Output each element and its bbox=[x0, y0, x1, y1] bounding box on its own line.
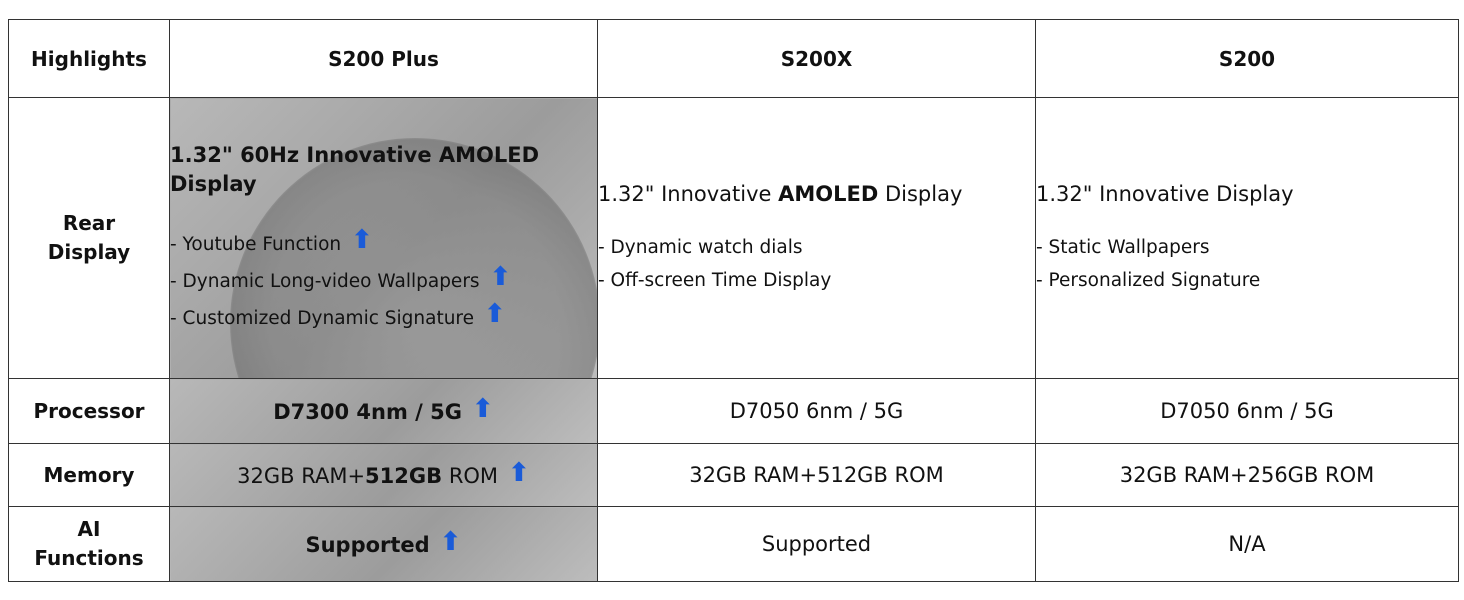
rear-plus-bullets: - Youtube Function ⬆ - Dynamic Long-video… bbox=[170, 224, 597, 336]
memory-s200x: 32GB RAM+512GB ROM bbox=[597, 443, 1036, 507]
rear-x-bullets: - Dynamic watch dials - Off-screen Time … bbox=[598, 231, 1035, 297]
comparison-table: Highlights S200 Plus S200X S200 Rear Dis… bbox=[8, 19, 1459, 582]
ai-s200: N/A bbox=[1035, 506, 1459, 582]
memory-row: Memory 32GB RAM+512GB ROM ⬆ 32GB RAM+512G… bbox=[8, 443, 1459, 507]
rear-s-bullets: - Static Wallpapers - Personalized Signa… bbox=[1036, 231, 1458, 297]
list-item-text: - Customized Dynamic Signature bbox=[170, 307, 475, 329]
arrow-up-icon: ⬆ bbox=[471, 394, 494, 424]
memory-plus-post: ROM bbox=[442, 464, 499, 488]
rear-display-label-line2: Display bbox=[47, 240, 131, 264]
header-highlights: Highlights bbox=[8, 19, 170, 98]
header-s200x: S200X bbox=[597, 19, 1036, 98]
memory-plus-bold: 512GB bbox=[365, 464, 443, 488]
header-s200: S200 bbox=[1035, 19, 1459, 98]
rear-display-label-line1: Rear bbox=[62, 211, 116, 235]
memory-s200: 32GB RAM+256GB ROM bbox=[1035, 443, 1459, 507]
rear-x-title-bold: AMOLED bbox=[778, 181, 879, 206]
ai-label-line1: AI bbox=[77, 517, 101, 541]
ai-label-line2: Functions bbox=[34, 546, 144, 570]
memory-s200-plus: 32GB RAM+512GB ROM ⬆ bbox=[169, 443, 598, 507]
ai-s200-plus: Supported ⬆ bbox=[169, 506, 598, 582]
rear-display-s200: 1.32" Innovative Display - Static Wallpa… bbox=[1035, 97, 1459, 379]
header-s200-plus: S200 Plus bbox=[169, 19, 598, 98]
rear-display-s200-plus: 1.32" 60Hz Innovative AMOLED Display - Y… bbox=[169, 97, 598, 379]
arrow-up-icon: ⬆ bbox=[439, 527, 462, 557]
memory-plus-pre: 32GB RAM+ bbox=[237, 464, 366, 488]
memory-label: Memory bbox=[8, 443, 170, 507]
rear-display-label: Rear Display bbox=[8, 97, 170, 379]
list-item-text: - Youtube Function bbox=[170, 233, 342, 255]
ai-plus-value: Supported bbox=[305, 533, 430, 557]
processor-s200x: D7050 6nm / 5G bbox=[597, 378, 1036, 444]
arrow-up-icon: ⬆ bbox=[351, 224, 373, 255]
processor-plus-value: D7300 4nm / 5G bbox=[273, 400, 462, 424]
processor-row: Processor D7300 4nm / 5G ⬆ D7050 6nm / 5G… bbox=[8, 378, 1459, 444]
rear-x-title-pre: 1.32" Innovative bbox=[598, 181, 779, 206]
arrow-up-icon: ⬆ bbox=[508, 458, 530, 488]
list-item-text: - Dynamic Long-video Wallpapers bbox=[170, 270, 480, 292]
rear-display-row: Rear Display 1.32" 60Hz Innovative AMOLE… bbox=[8, 97, 1459, 379]
arrow-up-icon: ⬆ bbox=[489, 261, 512, 292]
ai-s200x: Supported bbox=[597, 506, 1036, 582]
processor-s200: D7050 6nm / 5G bbox=[1035, 378, 1459, 444]
rear-x-title-post: Display bbox=[878, 181, 963, 206]
rear-plus-title: 1.32" 60Hz Innovative AMOLED Display bbox=[170, 142, 540, 196]
list-item: - Dynamic watch dials bbox=[598, 236, 803, 258]
arrow-up-icon: ⬆ bbox=[484, 298, 506, 329]
list-item: - Static Wallpapers bbox=[1036, 236, 1210, 258]
processor-s200-plus: D7300 4nm / 5G ⬆ bbox=[169, 378, 598, 444]
processor-label: Processor bbox=[8, 378, 170, 444]
ai-functions-row: AI Functions Supported ⬆ Supported N/A bbox=[8, 506, 1459, 582]
list-item: - Customized Dynamic Signature ⬆ bbox=[170, 298, 597, 336]
list-item: - Dynamic Long-video Wallpapers ⬆ bbox=[170, 261, 597, 299]
header-row: Highlights S200 Plus S200X S200 bbox=[8, 19, 1459, 98]
list-item: - Off-screen Time Display bbox=[598, 269, 832, 291]
list-item: - Youtube Function ⬆ bbox=[170, 224, 597, 262]
ai-functions-label: AI Functions bbox=[8, 506, 170, 582]
rear-display-s200x: 1.32" Innovative AMOLED Display - Dynami… bbox=[597, 97, 1036, 379]
rear-s-title: 1.32" Innovative Display bbox=[1036, 181, 1294, 206]
rear-x-title: 1.32" Innovative AMOLED Display bbox=[598, 180, 1035, 209]
list-item: - Personalized Signature bbox=[1036, 269, 1261, 291]
